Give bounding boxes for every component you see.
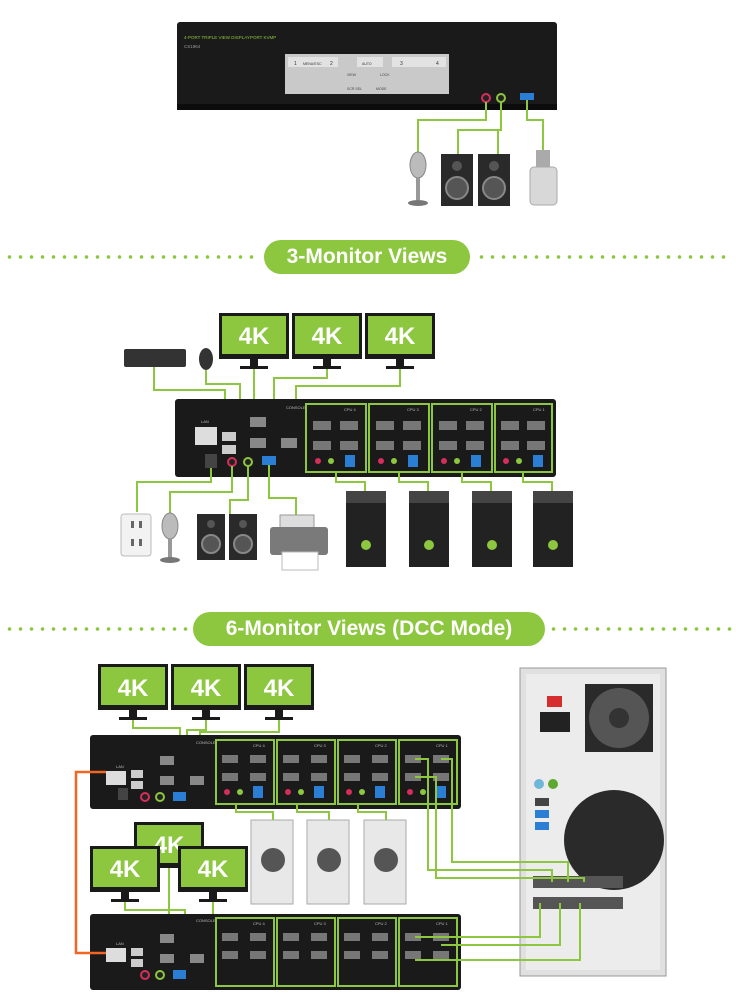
power-outlet-icon xyxy=(120,513,152,557)
kvm-model-code: CS1964 xyxy=(184,44,201,49)
monitor-icon: 4K xyxy=(90,846,160,902)
cpu-label: CPU 1 xyxy=(436,921,449,926)
front-port-4: 4 xyxy=(436,61,439,67)
speaker-icon xyxy=(229,514,257,560)
monitor-icon: 4K xyxy=(98,664,168,720)
monitor-label: 4K xyxy=(118,675,149,702)
front-auto-label: AUTO xyxy=(362,62,372,66)
cpu-label: CPU 4 xyxy=(344,407,357,412)
console-label: CONSOLE xyxy=(196,740,216,745)
cpu-label: CPU 4 xyxy=(253,921,266,926)
monitor-icon: 4K xyxy=(244,664,314,720)
pc-tower-icon xyxy=(519,667,667,977)
pc-tower-icon xyxy=(472,491,512,567)
cpu-label: CPU 2 xyxy=(375,921,388,926)
keyboard-icon xyxy=(124,349,186,367)
divider-dots xyxy=(476,254,732,260)
pc-tower-icon xyxy=(363,819,407,905)
cpu-port-group: CPU 4 xyxy=(215,739,275,805)
speaker-icon xyxy=(197,514,225,560)
cpu-label: CPU 4 xyxy=(253,743,266,748)
console-label: CONSOLE xyxy=(286,405,306,410)
kvm-model-line: 4-PORT TRIPLE VIEW DISPLAYPORT KVMP xyxy=(184,35,276,40)
cpu-port-group: CPU 3 xyxy=(276,739,336,805)
monitor-icon: 4K xyxy=(171,664,241,720)
six-monitor-banner: 6-Monitor Views (DCC Mode) xyxy=(193,612,545,646)
printer-icon xyxy=(270,514,328,571)
kvm-front-view: 4-PORT TRIPLE VIEW DISPLAYPORT KVMP CS19… xyxy=(177,22,558,206)
cpu-label: CPU 3 xyxy=(314,921,327,926)
console-label: CONSOLE xyxy=(196,918,216,923)
cpu-port-group: CPU 2 xyxy=(337,739,397,805)
front-port-2: 2 xyxy=(330,61,333,67)
cpu-port-group: CPU 3 xyxy=(276,917,336,987)
front-scrsel-label: SCR SEL xyxy=(347,87,362,91)
usb-drive-icon xyxy=(529,150,558,206)
lan-label: LAN xyxy=(116,941,124,946)
pc-tower-icon xyxy=(533,491,573,567)
cpu-label: CPU 3 xyxy=(407,407,420,412)
front-mode-label: MODE xyxy=(376,87,387,91)
cpu-port-group: CPU 2 xyxy=(337,917,397,987)
speaker-icon xyxy=(441,154,473,206)
speaker-icon xyxy=(478,154,510,206)
front-lock-label: LOCK xyxy=(380,73,390,77)
monitor-label: 4K xyxy=(191,675,222,702)
cpu-label: CPU 2 xyxy=(470,407,483,412)
monitor-icon: 4K xyxy=(292,313,362,369)
lan-label: LAN xyxy=(116,764,124,769)
cpu-port-group: CPU 4 xyxy=(215,917,275,987)
divider-dots xyxy=(4,626,190,632)
mouse-icon xyxy=(199,348,213,370)
pc-tower-icon xyxy=(409,491,449,567)
three-monitor-diagram: 4K 4K 4K LAN CONSOLE xyxy=(120,313,573,571)
cpu-port-group: CPU 2 xyxy=(431,403,493,473)
monitor-label: 4K xyxy=(264,675,295,702)
pc-tower-icon xyxy=(346,491,386,567)
monitor-label: 4K xyxy=(198,856,229,883)
microphone-icon xyxy=(160,512,180,563)
cpu-label: CPU 2 xyxy=(375,743,388,748)
six-monitor-diagram: 4K 4K 4K LAN CONSOLE CPU 4 xyxy=(74,664,667,990)
cpu-label: CPU 1 xyxy=(436,743,449,748)
pc-tower-icon xyxy=(250,819,294,905)
microphone-icon xyxy=(408,151,428,206)
cpu-port-group: CPU 1 xyxy=(494,403,553,473)
pc-tower-icon xyxy=(306,819,350,905)
front-menu-label: MENU/ESC xyxy=(303,62,322,66)
monitor-label: 4K xyxy=(385,323,416,350)
cpu-label: CPU 3 xyxy=(314,743,327,748)
divider-dots xyxy=(548,626,732,632)
cpu-label: CPU 1 xyxy=(533,407,546,412)
front-view-label: VIEW xyxy=(347,73,357,77)
lan-label: LAN xyxy=(201,419,209,424)
monitor-label: 4K xyxy=(312,323,343,350)
monitor-icon: 4K xyxy=(365,313,435,369)
monitor-icon: 4K xyxy=(178,846,248,902)
monitor-icon: 4K xyxy=(219,313,289,369)
divider-dots xyxy=(4,254,260,260)
monitor-label: 4K xyxy=(239,323,270,350)
front-port-1: 1 xyxy=(294,61,297,67)
front-port-3: 3 xyxy=(400,61,403,67)
monitor-label: 4K xyxy=(110,856,141,883)
three-monitor-banner: 3-Monitor Views xyxy=(264,240,470,274)
